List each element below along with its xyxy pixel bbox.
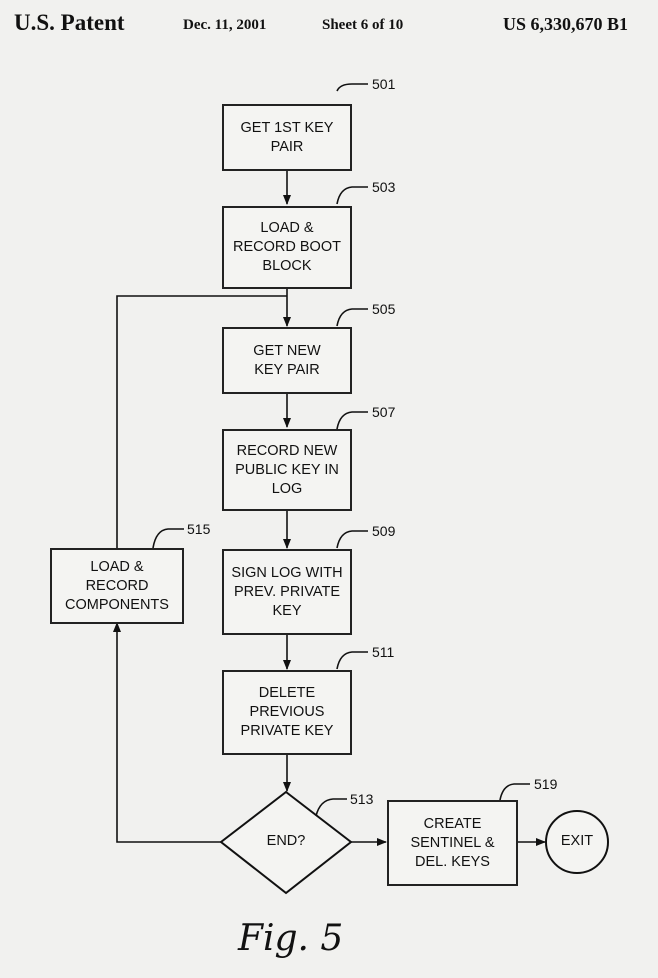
leader-501 — [336, 83, 368, 92]
step-515-box: LOAD & RECORD COMPONENTS — [50, 548, 184, 624]
ref-503: 503 — [372, 179, 396, 195]
step-501-box: GET 1ST KEY PAIR — [222, 104, 352, 171]
decision-513-text: END? — [266, 833, 306, 849]
edge-515-505 — [116, 295, 287, 548]
step-503-text: LOAD & RECORD BOOT BLOCK — [233, 220, 341, 274]
leader-503 — [336, 186, 368, 205]
ref-507: 507 — [372, 404, 396, 420]
exit-text: EXIT — [560, 833, 594, 849]
patent-title: U.S. Patent — [14, 10, 125, 35]
ref-505: 505 — [372, 301, 396, 317]
step-515-text: LOAD & RECORD COMPONENTS — [65, 558, 169, 613]
step-519-box: CREATE SENTINEL & DEL. KEYS — [387, 800, 518, 886]
ref-519: 519 — [534, 776, 558, 792]
leader-507 — [336, 411, 368, 430]
step-505-box: GET NEW KEY PAIR — [222, 327, 352, 394]
patent-date: Dec. 11, 2001 — [183, 17, 267, 33]
step-505-text: GET NEW KEY PAIR — [253, 342, 321, 378]
ref-513: 513 — [350, 791, 374, 807]
step-511-box: DELETE PREVIOUS PRIVATE KEY — [222, 670, 352, 755]
ref-511: 511 — [372, 644, 395, 660]
patent-number: US 6,330,670 B1 — [503, 14, 629, 34]
leader-509 — [336, 530, 368, 549]
leader-519 — [499, 783, 530, 801]
figure-caption: Fig. 5 — [238, 918, 344, 959]
edge-513-515 — [113, 622, 221, 843]
leader-505 — [336, 308, 368, 327]
step-501-text: GET 1ST KEY PAIR — [240, 119, 334, 155]
step-519-text: CREATE SENTINEL & DEL. KEYS — [410, 815, 495, 870]
leader-511 — [336, 651, 368, 670]
decision-diamond-513 — [219, 790, 353, 895]
ref-509: 509 — [372, 523, 396, 539]
ref-501: 501 — [372, 76, 396, 92]
leader-513 — [315, 798, 347, 817]
step-503-box: LOAD & RECORD BOOT BLOCK — [222, 206, 352, 289]
sheet-number: Sheet 6 of 10 — [322, 17, 404, 33]
step-509-text: SIGN LOG WITH PREV. PRIVATE KEY — [231, 564, 343, 619]
leader-515 — [152, 528, 184, 549]
ref-515: 515 — [187, 521, 211, 537]
exit-circle — [545, 810, 609, 874]
step-507-box: RECORD NEW PUBLIC KEY IN LOG — [222, 429, 352, 511]
step-509-box: SIGN LOG WITH PREV. PRIVATE KEY — [222, 549, 352, 635]
step-507-text: RECORD NEW PUBLIC KEY IN LOG — [235, 442, 339, 497]
step-511-text: DELETE PREVIOUS PRIVATE KEY — [240, 685, 334, 739]
